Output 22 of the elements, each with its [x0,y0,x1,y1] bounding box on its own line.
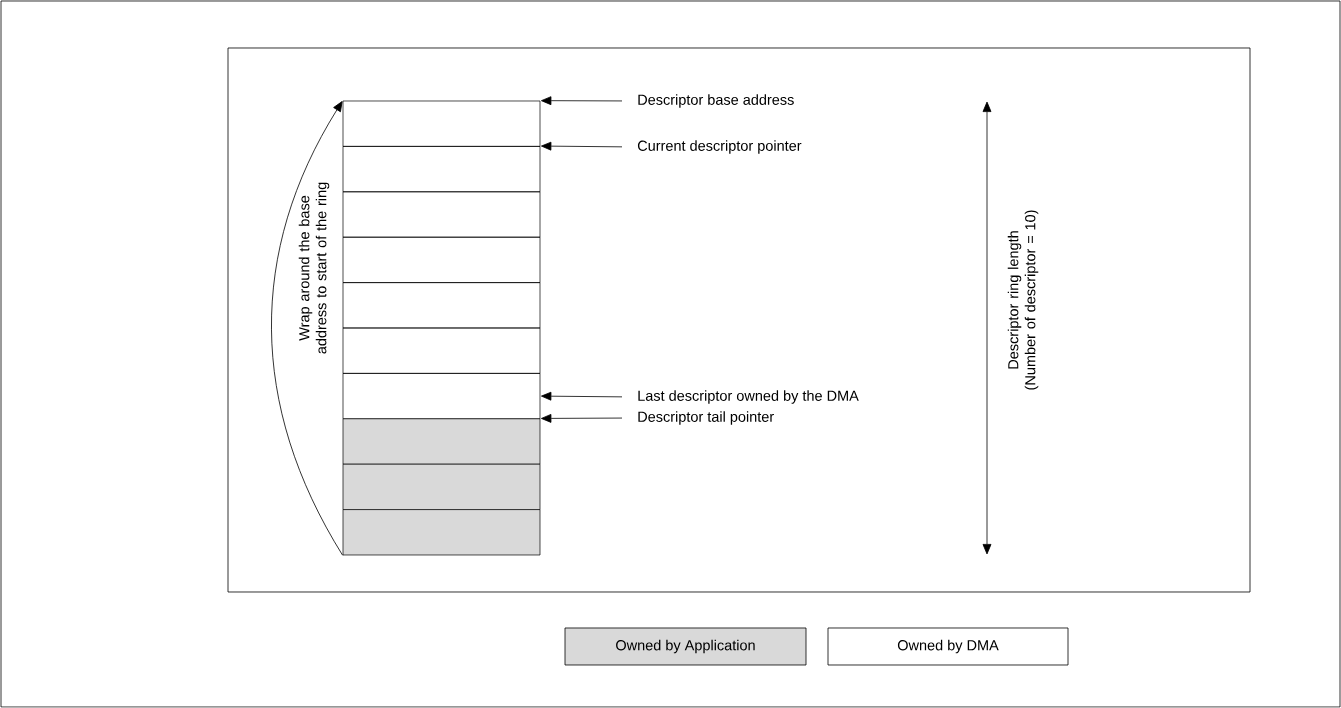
edge-label: Wrap around the base address to start of the ring [298,182,330,354]
descriptor-slot [342,236,541,283]
legend-item: Owned by Application [564,627,807,666]
descriptor-slot [342,463,541,510]
descriptor-slot [342,191,541,238]
pointer-arrow [541,96,623,106]
descriptor-slot [342,282,541,329]
descriptor-slot [342,418,541,465]
pointer-label: Current descriptor pointer [637,140,802,154]
pointer-label: Descriptor tail pointer [638,411,774,425]
pointer-label: Last descriptor owned by the DMA [638,390,859,404]
descriptor-slot [342,327,541,374]
pointer-label: Descriptor base address [638,94,794,108]
wrap-arrow [271,101,344,556]
pointer-arrow [541,141,623,151]
pointer-arrow [541,414,623,423]
pointer-arrow [541,391,623,401]
descriptor-slot [342,146,541,193]
legend-item: Owned by DMA [827,627,1069,666]
dimension-label: Descriptor ring length (Number of descriptor = 10) [1007,210,1039,390]
descriptor-slot [342,509,541,556]
descriptor-slot [342,100,541,147]
